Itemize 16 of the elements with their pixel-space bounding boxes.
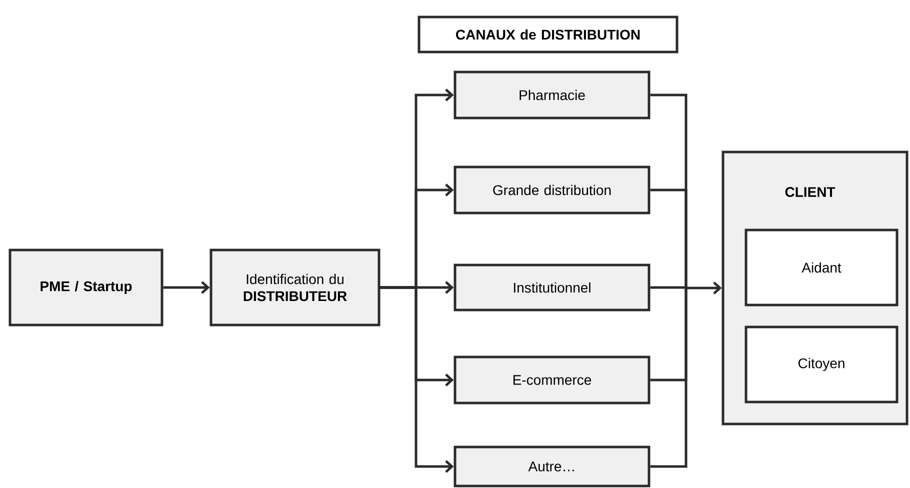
channel-box: E-commerce: [454, 356, 650, 404]
process-box: Identification du DISTRIBUTEUR: [210, 248, 380, 326]
arrow: [685, 282, 722, 294]
segment-box: Aidant: [744, 228, 898, 306]
channel-box: Pharmacie: [454, 70, 650, 120]
channel-box: Autre…: [454, 446, 650, 488]
arrow: [163, 281, 210, 294]
connector-line: [650, 288, 688, 468]
heading-box: CANAUX de DISTRIBUTION: [418, 16, 678, 54]
process-box: PME / Startup: [8, 248, 164, 326]
channel-box: Institutionnel: [454, 264, 650, 312]
arrow: [380, 286, 454, 473]
connector-line: [650, 286, 688, 290]
segment-box: Citoyen: [744, 326, 898, 404]
connector-line: [650, 188, 688, 288]
channel-box: Grande distribution: [454, 166, 650, 214]
